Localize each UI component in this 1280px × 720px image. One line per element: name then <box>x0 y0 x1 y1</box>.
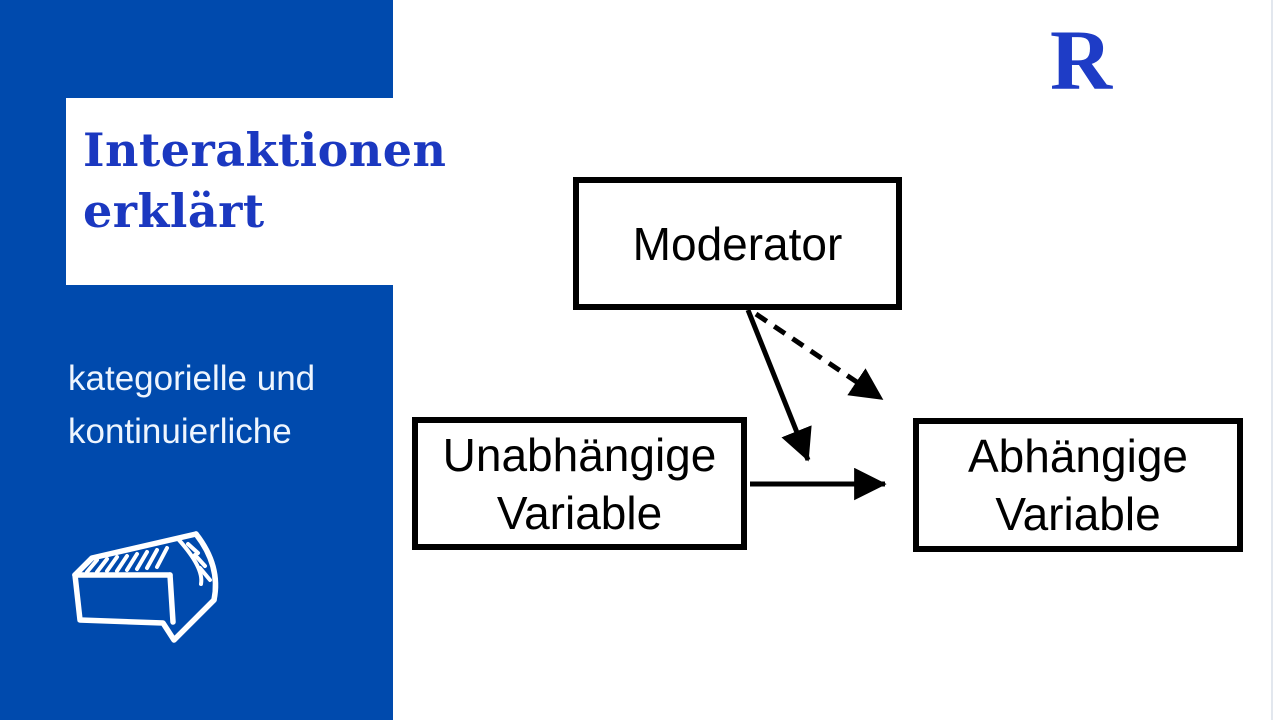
dependent-variable-label-line-2: Variable <box>995 488 1161 540</box>
moderator-box: Moderator <box>573 177 902 310</box>
moderator-box-label: Moderator <box>632 217 843 270</box>
left-panel: Interaktionen erklärt kategorielle und k… <box>0 0 446 720</box>
slide-right-edge-divider <box>1271 0 1273 720</box>
independent-variable-label-line-2: Variable <box>496 486 663 539</box>
slide-subtitle: kategorielle und kontinuierliche <box>68 352 388 458</box>
slide-subtitle-line-1: kategorielle und <box>68 359 316 398</box>
slide-subtitle-line-2: kontinuierliche <box>68 412 292 451</box>
dependent-variable-box: Abhängige Variable <box>913 418 1243 552</box>
arrow-moderator-to-dependent-dashed <box>754 311 884 402</box>
page-title: Interaktionen erklärt <box>83 120 446 242</box>
dependent-variable-label-line-1: Abhängige <box>968 430 1188 482</box>
independent-variable-label-line-1: Unabhängige <box>442 428 717 481</box>
hand-drawn-arrow-right-icon <box>72 531 219 643</box>
page-title-line-2: erklärt <box>83 184 265 238</box>
page-title-line-1: Interaktionen <box>83 123 447 177</box>
r-serif-logo: R <box>1049 12 1113 108</box>
independent-variable-box: Unabhängige Variable <box>412 417 747 550</box>
arrow-moderator-to-effect-path <box>745 309 812 462</box>
title-card: Interaktionen erklärt <box>66 98 446 285</box>
